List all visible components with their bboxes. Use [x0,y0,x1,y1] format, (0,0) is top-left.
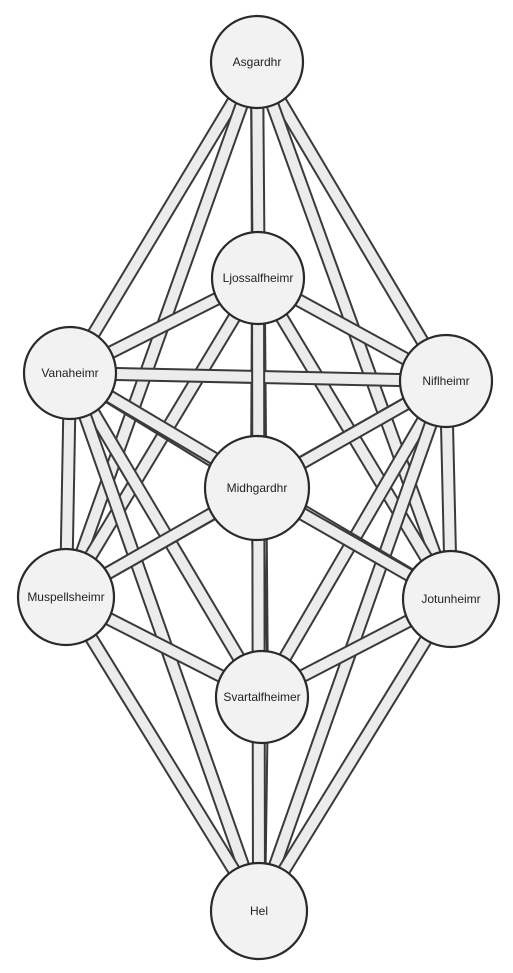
node-label-jotunheimr: Jotunheimr [421,592,480,606]
node-circle-jotunheimr [401,549,501,649]
node-circle-hel [209,861,309,961]
node-vanaheimr: Vanaheimr [22,325,118,421]
node-label-muspellsheimr: Muspellsheimr [27,590,104,604]
node-niflheimr: Niflheimr [398,333,494,429]
node-svartalfheimer: Svartalfheimer [214,649,310,745]
node-circle-ljossalfheimr [210,230,306,326]
node-circle-midhgardhr [203,434,311,542]
edge-asgardhr-vanaheimr [64,58,263,377]
node-label-ljossalfheimr: Ljossalfheimr [223,271,294,285]
edge-fill [254,596,456,914]
node-asgardhr: Asgardhr [209,14,305,110]
node-ljossalfheimr: Ljossalfheimr [210,230,306,326]
node-label-svartalfheimer: Svartalfheimer [223,690,300,704]
edge-jotunheimr-hel [253,595,457,915]
node-label-midhgardhr: Midhgardhr [227,481,288,495]
node-muspellsheimr: Muspellsheimr [16,547,116,647]
edge-fill [65,59,262,376]
node-label-asgardhr: Asgardhr [233,55,282,69]
edge-fill [253,277,264,912]
node-circle-asgardhr [209,14,305,110]
node-label-hel: Hel [250,904,268,918]
edge-fill [252,59,451,384]
node-circle-niflheimr [398,333,494,429]
edge-asgardhr-niflheimr [250,58,453,385]
nodes-layer: AsgardhrLjossalfheimrVanaheimrNiflheimrM… [16,14,501,961]
node-hel: Hel [209,861,309,961]
edge-muspellsheimr-hel [60,593,265,915]
node-circle-svartalfheimer [214,649,310,745]
node-jotunheimr: Jotunheimr [401,549,501,649]
node-circle-muspellsheimr [16,547,116,647]
node-circle-vanaheimr [22,325,118,421]
node-label-vanaheimr: Vanaheimr [41,366,98,380]
edge-fill [61,594,264,914]
node-label-niflheimr: Niflheimr [422,374,469,388]
node-midhgardhr: Midhgardhr [203,434,311,542]
edge-ljossalfheimr-hel [251,277,266,912]
